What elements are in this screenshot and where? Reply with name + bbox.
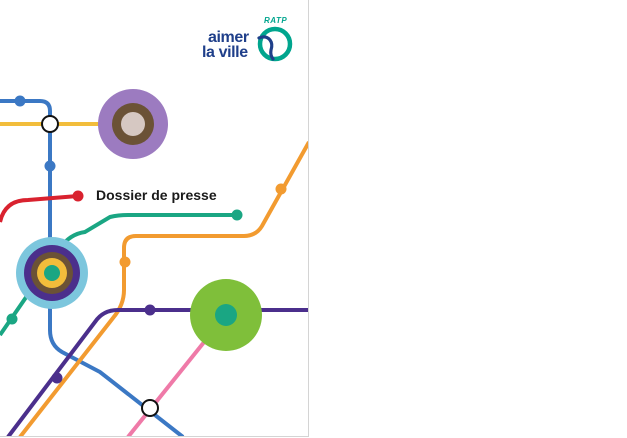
station-dot-purple [144, 304, 156, 316]
press-kit-cover: RATP aimer la ville Dossier de presse [0, 0, 309, 437]
ratp-logo: RATP aimer la ville [200, 14, 300, 66]
station-dot-red [72, 190, 84, 202]
station-dot-green [6, 313, 18, 325]
transit-map-illustration [0, 89, 308, 436]
hub-lilac [98, 89, 168, 159]
orange-line [18, 141, 308, 436]
logo-tagline-line2: la ville [202, 44, 248, 61]
ratp-logo-icon [257, 26, 293, 62]
red-line [0, 194, 79, 223]
station-dot-orange [275, 183, 287, 195]
station-dot-orange [119, 256, 131, 268]
station-dot-purple [51, 372, 63, 384]
station-dot-blue [14, 95, 26, 107]
interchange-station [141, 399, 159, 417]
station-dot-green [231, 209, 243, 221]
interchange-station [41, 115, 59, 133]
hub-concentric [16, 237, 88, 309]
brand-name: RATP [264, 16, 288, 25]
logo-tagline-line1: aimer [208, 29, 249, 46]
document-title: Dossier de presse [96, 187, 217, 203]
blue-line [0, 99, 185, 436]
purple-line [6, 308, 308, 436]
station-dot-blue [44, 160, 56, 172]
hub-lime [190, 279, 262, 351]
